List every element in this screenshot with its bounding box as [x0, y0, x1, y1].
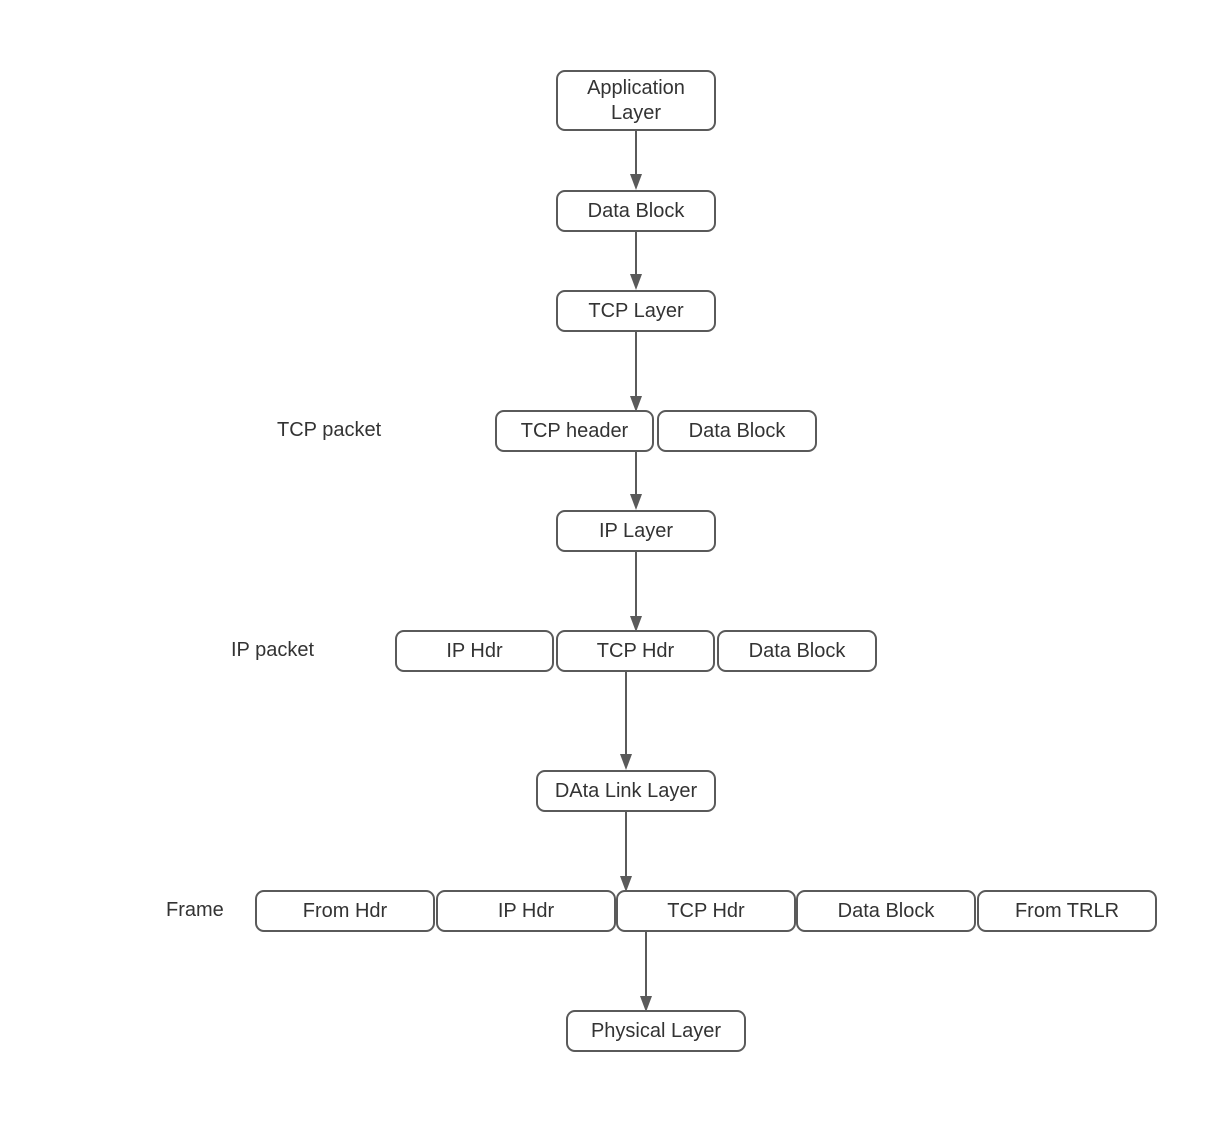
arrow-tcplayer-to-tcppacket [626, 332, 646, 412]
arrow-ippacket-to-datalinklayer [616, 672, 636, 770]
row-label-ip-packet: IP packet [231, 639, 315, 661]
cell-ip-packet-tcp-hdr[interactable]: TCP Hdr [556, 630, 715, 672]
cell-ip-packet-ip-hdr[interactable]: IP Hdr [395, 630, 554, 672]
arrow-frame-to-physicallayer [636, 932, 656, 1012]
cell-frame-from-hdr[interactable]: From Hdr [255, 890, 435, 932]
cell-tcp-packet-data-block[interactable]: Data Block [657, 410, 817, 452]
cell-frame-from-trlr[interactable]: From TRLR [977, 890, 1157, 932]
node-application-layer[interactable]: Application Layer [556, 70, 716, 131]
node-data-block-top[interactable]: Data Block [556, 190, 716, 232]
cell-frame-tcp-hdr[interactable]: TCP Hdr [616, 890, 796, 932]
node-ip-layer[interactable]: IP Layer [556, 510, 716, 552]
node-data-link-layer[interactable]: DAta Link Layer [536, 770, 716, 812]
row-label-frame: Frame [166, 899, 224, 921]
row-label-tcp-packet: TCP packet [277, 419, 382, 441]
cell-tcp-packet-tcp-header[interactable]: TCP header [495, 410, 654, 452]
node-tcp-layer[interactable]: TCP Layer [556, 290, 716, 332]
cell-frame-ip-hdr[interactable]: IP Hdr [436, 890, 616, 932]
arrow-datalinklayer-to-frame [616, 812, 636, 892]
node-physical-layer[interactable]: Physical Layer [566, 1010, 746, 1052]
arrow-tcppacket-to-iplayer [626, 452, 646, 510]
cell-ip-packet-data-block[interactable]: Data Block [717, 630, 877, 672]
cell-frame-data-block[interactable]: Data Block [796, 890, 976, 932]
arrow-iplayer-to-ippacket [626, 552, 646, 632]
arrow-application-to-datablock [626, 130, 646, 190]
arrow-datablock-to-tcplayer [626, 232, 646, 290]
